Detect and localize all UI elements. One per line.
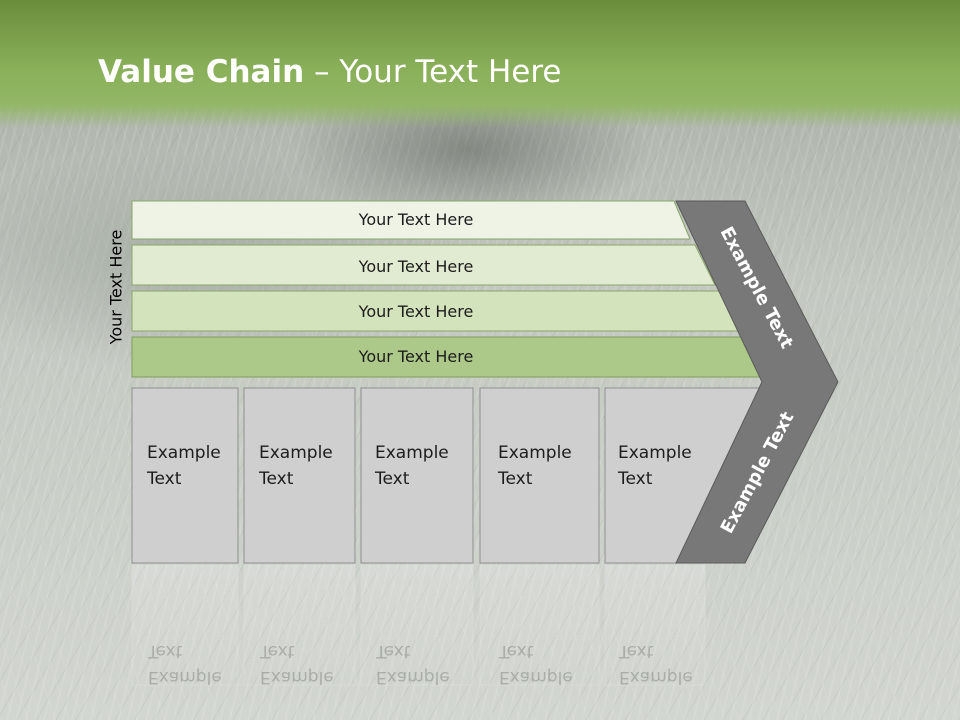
example-box-4-shape	[479, 387, 600, 564]
band-4-label: Your Text Here	[358, 347, 474, 366]
reflection-text-5b: Text	[618, 641, 654, 661]
reflection-text-2b: Text	[259, 641, 295, 661]
example-box-2-line2: Text	[258, 469, 294, 489]
example-box-4: Example Text	[479, 387, 600, 564]
example-box-3-line1: Example	[375, 443, 449, 463]
band-3-label: Your Text Here	[358, 302, 474, 321]
band-2-shape	[131, 244, 716, 286]
example-box-3-shape	[360, 387, 474, 564]
example-box-1-line2: Text	[146, 469, 182, 489]
reflection-text-3: Example	[376, 667, 450, 687]
slide-title-bold: Value Chain	[98, 54, 305, 90]
example-box-1: Example Text	[131, 387, 239, 564]
title-bar	[0, 0, 960, 128]
reflection-text-1: Example	[148, 667, 222, 687]
reflection-text-1b: Text	[147, 641, 183, 661]
example-box-5: Example Text	[604, 387, 763, 564]
example-box-1-line1: Example	[147, 443, 221, 463]
band-3: Your Text Here	[131, 290, 740, 332]
diagram-reflection: Example Text Example Text Example Text E…	[131, 564, 706, 687]
band-1-shape	[131, 200, 691, 240]
reflection-box-3	[360, 564, 474, 686]
example-box-4-line1: Example	[498, 443, 572, 463]
example-box-2: Example Text	[243, 387, 356, 564]
example-box-2-shape	[243, 387, 356, 564]
reflection-text-3b: Text	[375, 641, 411, 661]
band-1: Your Text Here	[131, 200, 691, 240]
slide-title-rest: – Your Text Here	[304, 54, 562, 90]
example-box-3: Example Text	[360, 387, 474, 564]
reflection-text-4: Example	[499, 667, 573, 687]
band-4: Your Text Here	[131, 336, 764, 378]
reflection-text-5: Example	[619, 667, 693, 687]
chevron-shape	[675, 200, 839, 564]
example-box-5-line2: Text	[617, 469, 653, 489]
example-box-4-line2: Text	[497, 469, 533, 489]
reflection-text-2: Example	[260, 667, 334, 687]
reflection-text-4b: Text	[498, 641, 534, 661]
band-1-label: Your Text Here	[358, 210, 474, 229]
example-box-3-line2: Text	[374, 469, 410, 489]
band-2-label: Your Text Here	[358, 257, 474, 276]
example-box-5-line1: Example	[618, 443, 692, 463]
reflection-box-4	[479, 564, 600, 686]
example-box-1-shape	[131, 387, 239, 564]
reflection-text-group: Example Text Example Text Example Text E…	[147, 641, 693, 687]
reflection-box-5	[604, 564, 706, 686]
slide-title: Value Chain – Your Text Here	[98, 54, 561, 90]
example-box-2-line1: Example	[259, 443, 333, 463]
reflection-box-2	[243, 564, 356, 686]
band-2: Your Text Here	[131, 244, 716, 286]
reflection-box-1	[131, 564, 239, 686]
